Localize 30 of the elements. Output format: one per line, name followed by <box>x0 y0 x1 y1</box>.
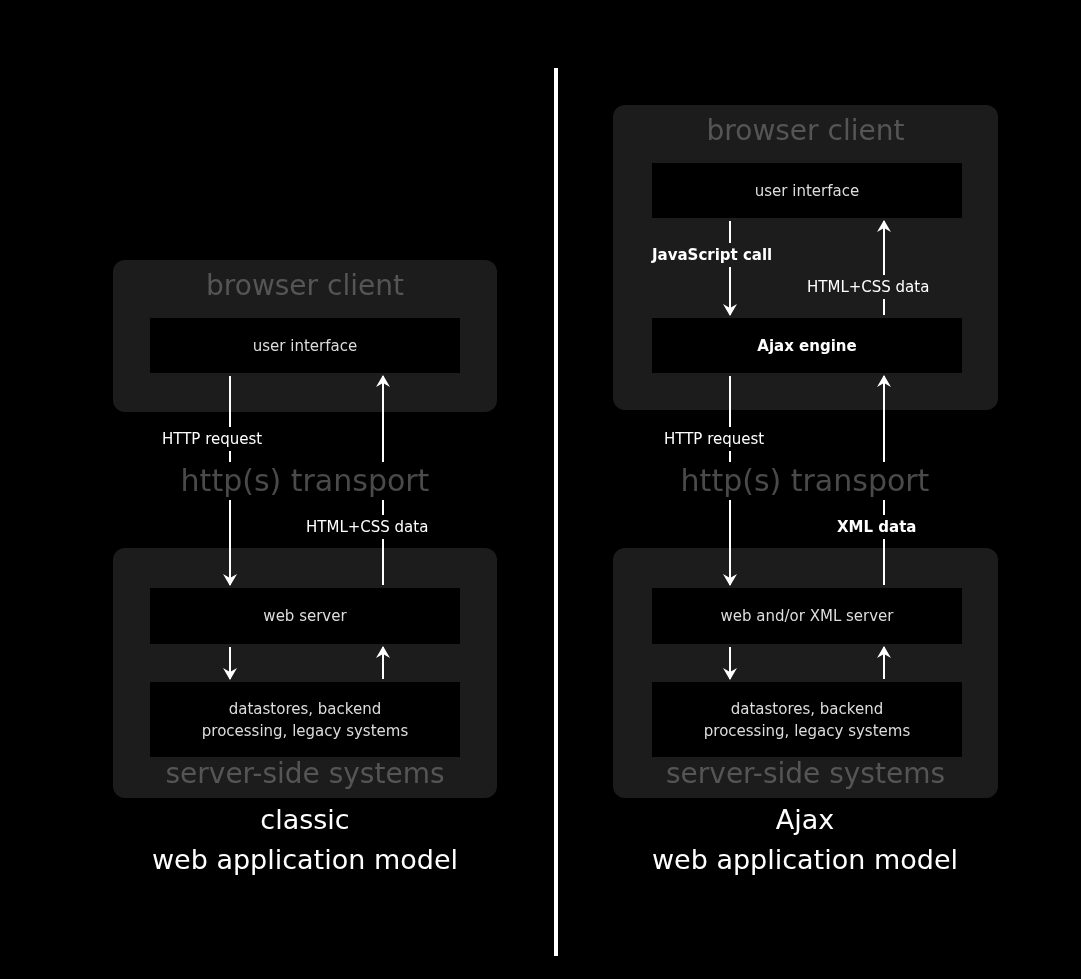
arrow <box>723 646 737 680</box>
group-panel <box>613 105 998 410</box>
model-caption: classic <box>259 806 351 833</box>
component-box <box>652 588 962 644</box>
group-panel <box>113 260 497 412</box>
group-heading: server-side systems <box>665 760 946 788</box>
box-label: datastores, backend processing, legacy systems <box>200 698 410 742</box>
arrow <box>223 646 237 680</box>
component-box <box>652 682 962 757</box>
group-heading: server-side systems <box>164 760 446 788</box>
model-caption: web application model <box>651 846 959 873</box>
component-box <box>150 588 460 644</box>
group-heading: browser client <box>205 272 405 300</box>
model-caption: web application model <box>151 846 459 873</box>
group-panel <box>113 548 497 798</box>
arrow <box>877 646 891 680</box>
box-label: web and/or XML server <box>720 606 894 627</box>
box-label: user interface <box>252 335 358 357</box>
box-label: datastores, backend processing, legacy systems <box>702 698 912 742</box>
box-label: Ajax engine <box>757 335 857 357</box>
arrow <box>376 646 390 680</box>
box-label: web server <box>263 606 347 627</box>
box-label: user interface <box>754 180 860 202</box>
group-panel <box>613 548 998 798</box>
component-box <box>150 318 460 373</box>
component-box <box>652 163 962 218</box>
model-caption: Ajax <box>774 806 836 833</box>
component-box <box>150 682 460 757</box>
group-heading: browser client <box>705 117 906 145</box>
component-box <box>652 318 962 373</box>
